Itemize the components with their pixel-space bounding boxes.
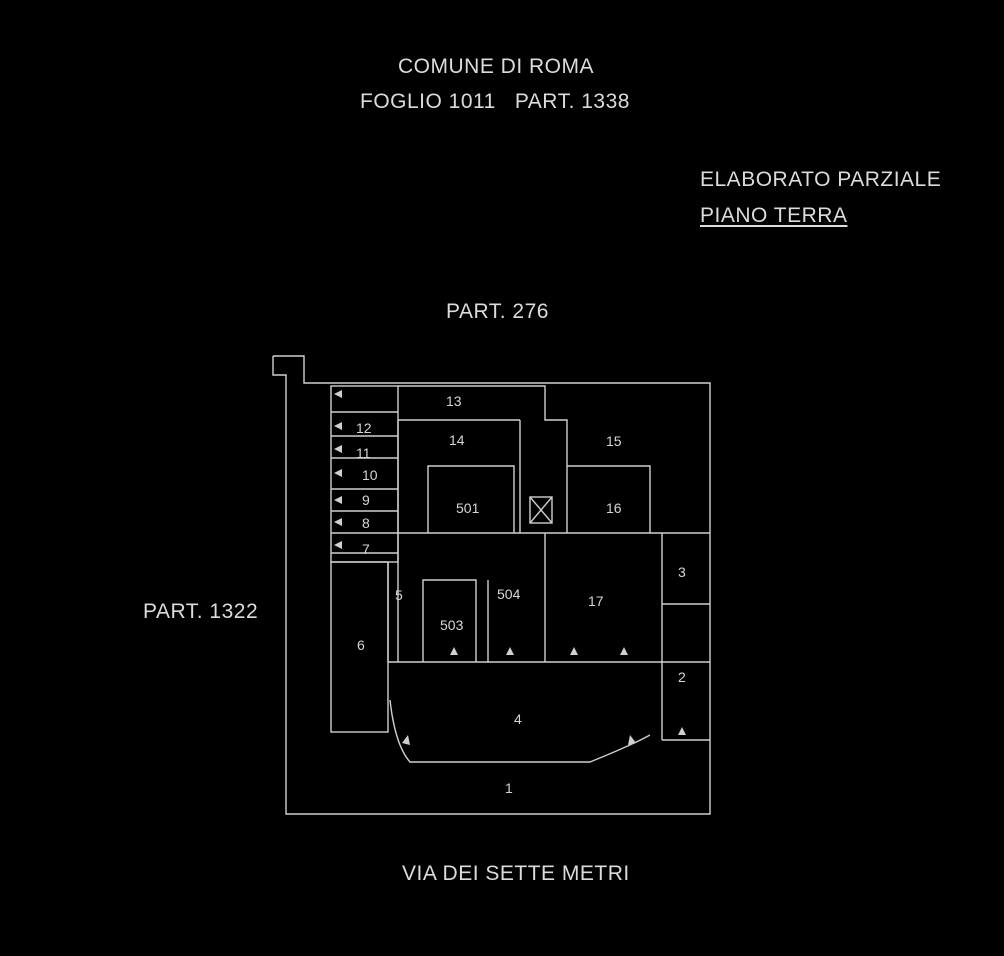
street-label: VIA DEI SETTE METRI <box>402 862 630 885</box>
unit-label-6: 6 <box>357 637 365 653</box>
unit-label-9: 9 <box>362 492 370 508</box>
building-walls <box>330 385 710 763</box>
unit-label-5: 5 <box>395 587 403 603</box>
unit-label-7: 7 <box>362 541 370 557</box>
unit-label-16: 16 <box>606 500 622 516</box>
unit-label-15: 15 <box>606 433 622 449</box>
sheet-reference: FOGLIO 1011 PART. 1338 <box>360 90 630 113</box>
unit-label-10: 10 <box>362 467 378 483</box>
unit-label-1: 1 <box>505 780 513 796</box>
unit-label-501: 501 <box>456 500 480 516</box>
unit-label-503: 503 <box>440 617 464 633</box>
municipality-title: COMUNE DI ROMA <box>398 55 594 78</box>
elaborato-title: ELABORATO PARZIALE <box>700 168 942 191</box>
unit-label-3: 3 <box>678 564 686 580</box>
unit-label-13: 13 <box>446 393 462 409</box>
neighbor-left-label: PART. 1322 <box>143 600 259 623</box>
floor-label: PIANO TERRA <box>700 204 848 227</box>
neighbor-top-label: PART. 276 <box>446 300 549 323</box>
unit-label-504: 504 <box>497 586 521 602</box>
unit-arrows <box>334 390 686 745</box>
unit-label-12: 12 <box>356 420 372 436</box>
unit-labels: 13 12 11 10 9 8 7 14 15 16 501 504 503 1… <box>356 393 686 796</box>
unit-label-4: 4 <box>514 711 522 727</box>
unit-label-17: 17 <box>588 593 604 609</box>
unit-label-11: 11 <box>356 445 371 461</box>
unit-label-2: 2 <box>678 669 686 685</box>
unit-label-8: 8 <box>362 515 370 531</box>
lot-boundary <box>272 355 711 815</box>
unit-label-14: 14 <box>449 432 465 448</box>
